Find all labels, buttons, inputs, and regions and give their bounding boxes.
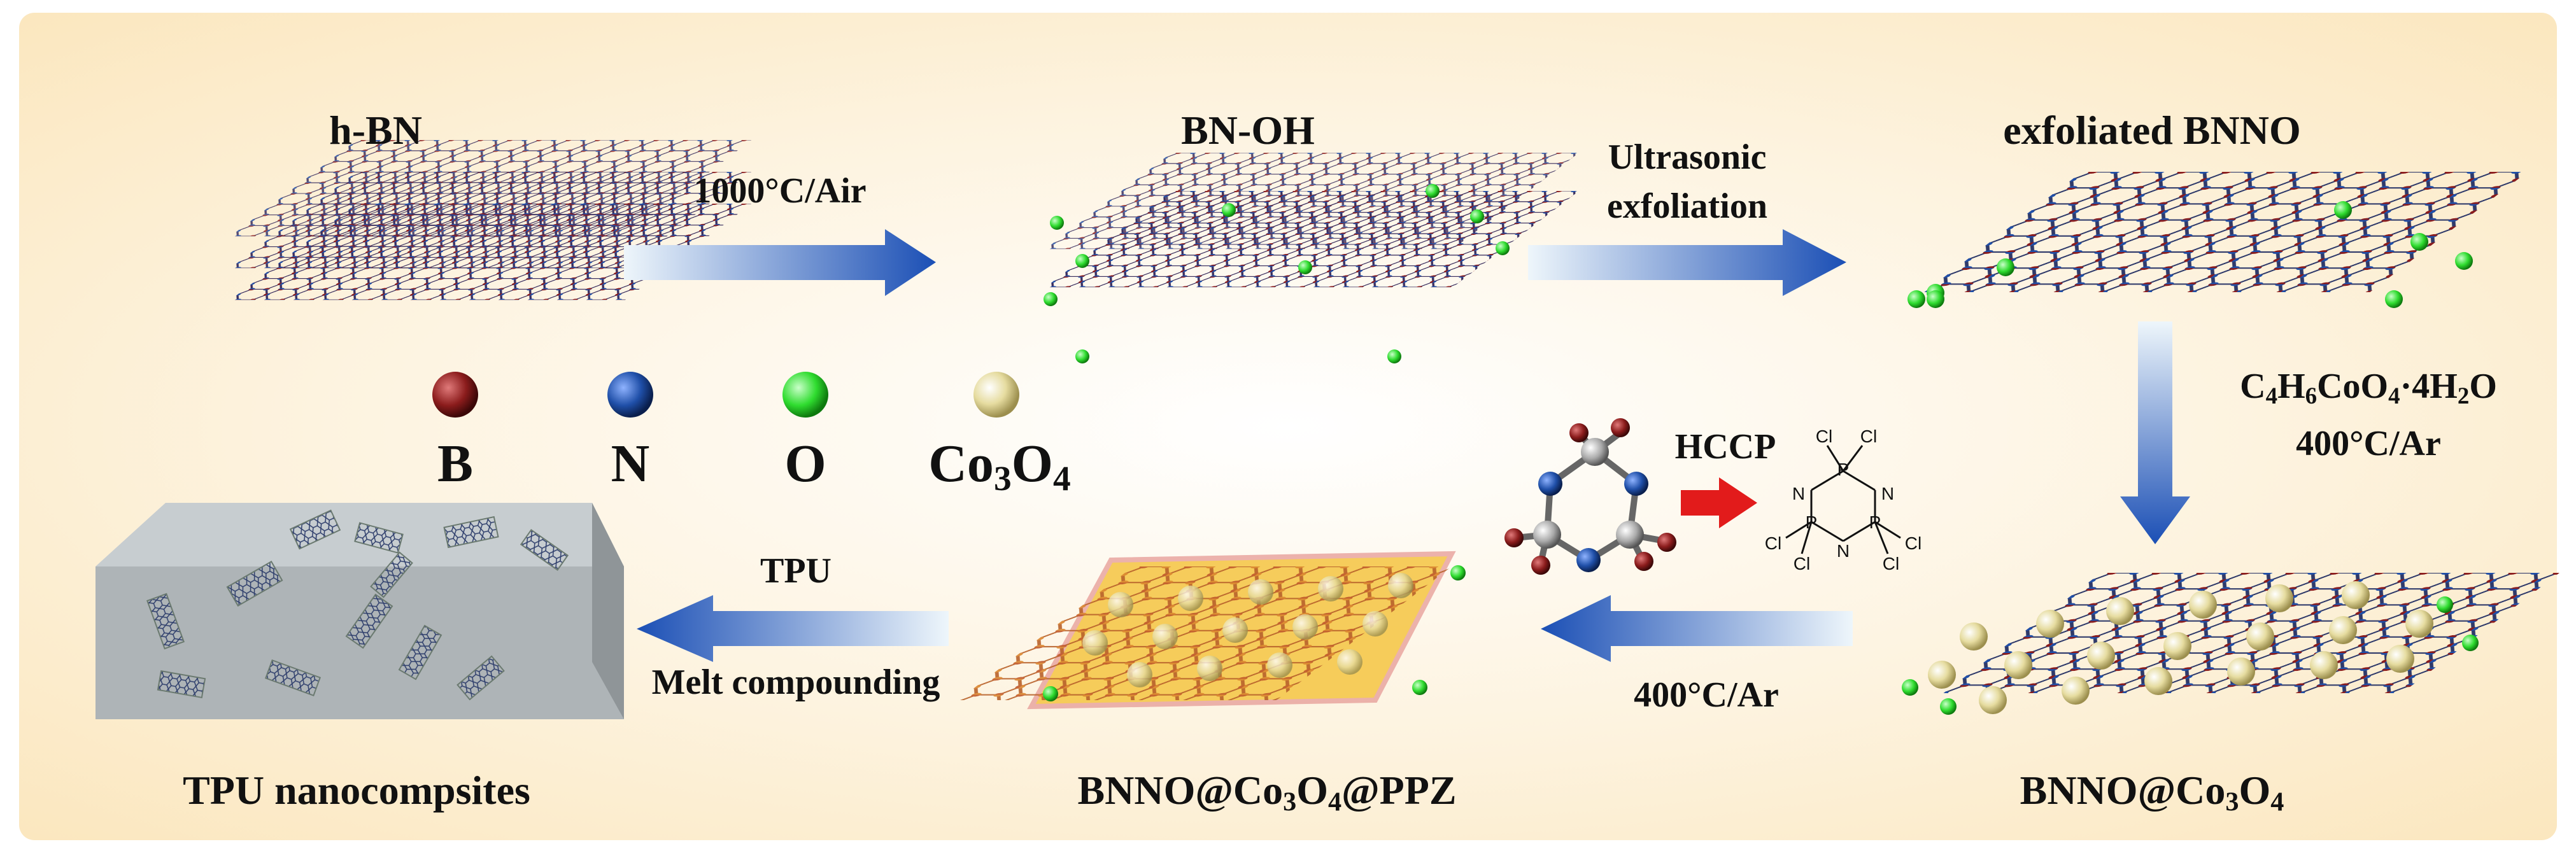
hbn-stack — [230, 140, 751, 300]
tpu-block — [96, 503, 624, 719]
legend-ball-co3o4 — [973, 372, 1019, 418]
hccp-atom-p-left: P — [1805, 512, 1818, 532]
bnno-co3o4-ppz-sheet — [958, 551, 1466, 710]
stage-label-exfoliated-bnno: exfoliated BNNO — [2003, 108, 2301, 153]
arrow-step5 — [637, 595, 949, 662]
condition-step5-line2: Melt compounding — [651, 663, 940, 702]
hccp-atom-n-left: N — [1792, 484, 1806, 503]
condition-step1: 1000°C/Air — [693, 171, 867, 211]
hccp-cl-3: Cl — [1904, 533, 1922, 553]
legend-label-n: N — [611, 434, 650, 493]
arrow-step1 — [624, 229, 936, 296]
label-hccp: HCCP — [1674, 427, 1776, 467]
condition-step5-line1: TPU — [760, 551, 832, 591]
hccp-atom-p-top: P — [1837, 460, 1850, 479]
stage-label-hbn: h-BN — [329, 108, 422, 153]
hccp-ball-model — [1504, 418, 1676, 575]
condition-step4: 400°C/Ar — [1634, 675, 1779, 715]
bnoh-oxygen-groups — [1044, 184, 1510, 363]
stage-label-bnno-co3o4: BNNO@Co3O4 — [2020, 768, 2284, 817]
hccp-atom-n-right: N — [1881, 484, 1895, 503]
legend-label-o: O — [784, 434, 826, 493]
exfoliated-bnno-sheet — [1907, 172, 2528, 308]
condition-step3-reagent: C4H6CoO4·4H2O — [2240, 367, 2497, 409]
hccp-cl-2: Cl — [1860, 426, 1878, 446]
legend-ball-b — [432, 372, 478, 418]
arrow-step2 — [1528, 229, 1846, 296]
bnoh-stack — [1044, 153, 1579, 363]
arrow-step3 — [2120, 321, 2190, 544]
legend-ball-n — [607, 372, 653, 418]
condition-step3-line2: 400°C/Ar — [2296, 424, 2441, 463]
hccp-structure — [1785, 445, 1901, 554]
legend-label-b: B — [437, 434, 474, 493]
stage-label-bnoh: BN-OH — [1181, 108, 1315, 153]
tpu-filler-flakes — [146, 509, 569, 701]
legend — [432, 372, 1019, 418]
red-arrow — [1681, 477, 1757, 528]
stage-label-bnno-co3o4-ppz: BNNO@Co3O4@PPZ — [1077, 768, 1457, 817]
stage-label-tpu-nanocomposites: TPU nanocompsites — [183, 768, 530, 813]
legend-label-co3o4: Co3O4 — [928, 434, 1071, 498]
arrow-step4 — [1541, 595, 1853, 662]
condition-step2-line1: Ultrasonic — [1608, 137, 1767, 177]
hccp-cl-4: Cl — [1882, 554, 1900, 573]
bnno-co3o4-sheet — [1902, 573, 2559, 715]
hccp-atom-p-right: P — [1869, 512, 1881, 532]
hccp-cl-1: Cl — [1815, 426, 1833, 446]
co3o4-particles — [1928, 581, 2433, 714]
hccp-cl-6: Cl — [1793, 554, 1811, 573]
hccp-atom-n-bottom: N — [1836, 541, 1850, 561]
legend-ball-o — [782, 372, 828, 418]
condition-step2-line2: exfoliation — [1607, 186, 1767, 226]
hccp-cl-5: Cl — [1764, 533, 1782, 553]
